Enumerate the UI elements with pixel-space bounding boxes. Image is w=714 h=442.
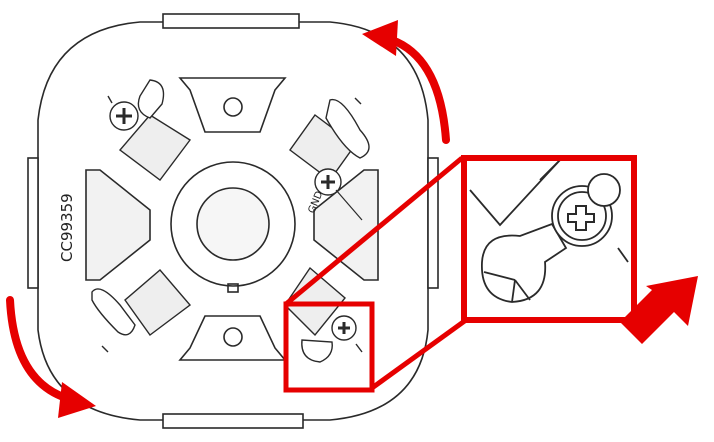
- diamond-cutouts: [118, 114, 356, 337]
- screw-icon: [567, 205, 595, 231]
- cutout-bottom-left: [124, 269, 192, 336]
- center-hub: [170, 161, 296, 293]
- bottom-tab: [162, 413, 304, 429]
- top-tab: [162, 13, 300, 29]
- screw-icon: [116, 108, 132, 124]
- bracket-left: [85, 169, 151, 281]
- rotation-arrow-bottom-left: [6, 296, 96, 418]
- pointer-arrow-icon: [620, 276, 698, 344]
- curved-arrow-icon: [362, 20, 398, 56]
- screw-icon: [321, 175, 335, 189]
- keyhole-top-right: [325, 98, 370, 159]
- right-tab: [427, 157, 439, 289]
- rotation-arrow-top-right: [362, 20, 450, 144]
- screw-icon: [338, 322, 350, 334]
- part-number-label: CC99359: [58, 193, 76, 262]
- keyhole-bottom-left: [91, 288, 136, 336]
- keyhole-slots: [91, 79, 370, 336]
- screw-top-left: [107, 95, 139, 131]
- zoom-detail: [461, 155, 637, 323]
- bracket-top: [178, 77, 287, 133]
- zoom-connector: [284, 156, 468, 391]
- curved-arrow-icon: [58, 382, 96, 418]
- screw-ground: [314, 168, 363, 221]
- bracket-right: [313, 169, 379, 281]
- screw-bottom-right: [301, 315, 363, 363]
- keyhole-top-left: [137, 79, 165, 119]
- highlight-box-small: [283, 301, 375, 393]
- left-tab: [27, 157, 39, 289]
- cutout-top-left: [118, 114, 192, 181]
- tick-marks: [101, 97, 362, 353]
